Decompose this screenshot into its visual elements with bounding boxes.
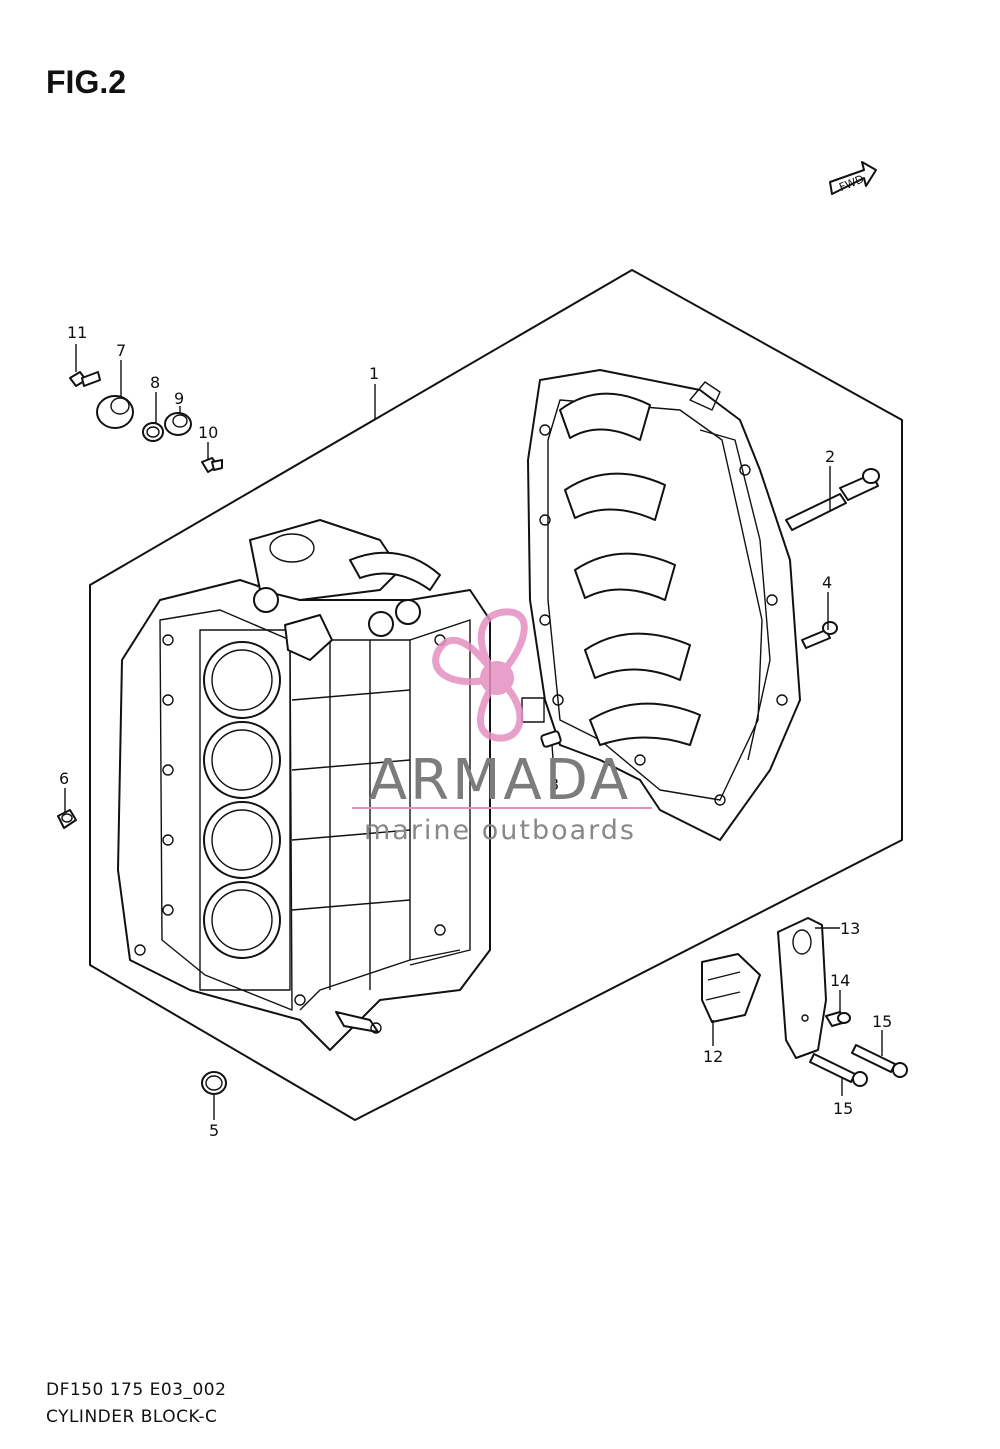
callout-5: 5 — [209, 1121, 219, 1140]
callout-2: 2 — [825, 447, 835, 466]
figure-title: FIG.2 — [46, 64, 127, 100]
bolt-4 — [801, 621, 838, 649]
callout-1: 1 — [369, 364, 379, 383]
callout-14: 14 — [830, 971, 850, 990]
callout-15a: 15 — [872, 1012, 892, 1031]
cylinder-block — [117, 519, 491, 1051]
assembly-frame — [89, 269, 903, 1121]
callout-8: 8 — [150, 373, 160, 392]
callout-11: 11 — [67, 323, 87, 342]
callout-3: 3 — [549, 775, 559, 794]
bolt-10 — [201, 457, 223, 473]
bolt-11 — [69, 371, 101, 387]
watermark-tagline: marine outboards — [363, 815, 636, 846]
crankcase — [521, 369, 801, 841]
callout-9: 9 — [174, 389, 184, 408]
callout-7: 7 — [116, 341, 126, 360]
diagram-code: DF150 175 E03_002 — [46, 1380, 227, 1400]
fwd-arrow-icon: FWD — [829, 161, 877, 195]
callout-12: 12 — [703, 1047, 723, 1066]
bolt-14 — [825, 1011, 851, 1027]
stud-bolt-2 — [785, 468, 880, 531]
callout-10: 10 — [198, 423, 218, 442]
callout-13: 13 — [840, 919, 860, 938]
leader-lines — [64, 344, 883, 1120]
propeller-logo-icon — [432, 608, 528, 742]
o-ring-8 — [142, 422, 164, 442]
bolt-15-lower — [809, 1053, 868, 1087]
nut-6 — [57, 809, 77, 829]
diagram-name: CYLINDER BLOCK-C — [46, 1407, 218, 1427]
o-ring-5 — [201, 1071, 227, 1095]
bolt-15-upper — [851, 1044, 908, 1078]
callout-15b: 15 — [833, 1099, 853, 1118]
callout-4: 4 — [822, 573, 832, 592]
sleeve-9 — [164, 412, 192, 436]
plate-13 — [777, 917, 827, 1059]
bracket-12 — [701, 953, 761, 1023]
cap-7 — [96, 395, 134, 429]
fwd-label: FWD — [837, 172, 866, 194]
callout-6: 6 — [59, 769, 69, 788]
watermark-brand: ARMADA — [368, 748, 632, 813]
